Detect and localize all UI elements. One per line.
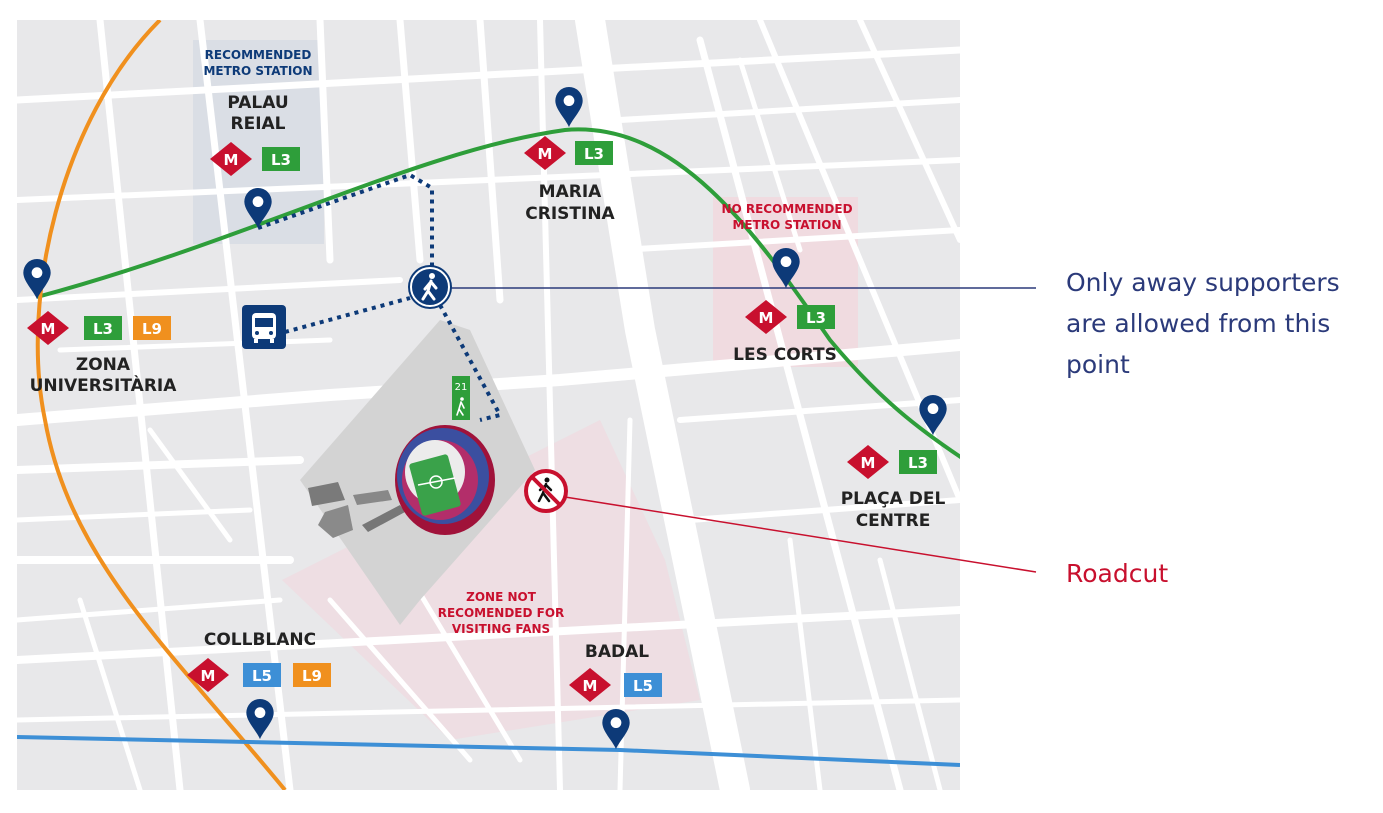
line-badge-l3: L3 <box>899 450 937 474</box>
map-area <box>17 20 960 790</box>
station-name: COLLBLANC <box>204 630 316 650</box>
svg-text:L9: L9 <box>302 667 322 685</box>
legend-away-supporters: Only away supporters are allowed from th… <box>1066 268 1340 379</box>
station-name: REIAL <box>230 114 285 134</box>
pedestrian-icon <box>456 397 465 416</box>
svg-text:L3: L3 <box>806 309 826 327</box>
svg-text:L3: L3 <box>93 320 113 338</box>
svg-text:L9: L9 <box>142 320 162 338</box>
metro-logo-icon: M <box>569 668 611 702</box>
metro-logo-icon: M <box>745 300 787 334</box>
walking-routes <box>257 172 503 422</box>
roadcut-marker[interactable] <box>524 469 568 513</box>
line-badge-l3: L3 <box>262 147 300 171</box>
line-badge-l3: L3 <box>797 305 835 329</box>
station-name: CRISTINA <box>525 204 615 224</box>
station-name: UNIVERSITÀRIA <box>30 374 178 396</box>
recommended-label-line2: METRO STATION <box>203 64 312 78</box>
station-name: CENTRE <box>856 511 931 531</box>
gate-number: 21 <box>455 382 468 393</box>
svg-text:L5: L5 <box>633 677 653 695</box>
roadcut-connector <box>564 496 1037 573</box>
station-badal[interactable]: BADAL M L5 <box>569 642 662 702</box>
station-name: MARIA <box>539 182 602 202</box>
svg-text:M: M <box>759 309 774 327</box>
svg-text:M: M <box>201 667 216 685</box>
metro-logo-icon: M <box>187 658 229 692</box>
stadium-icon <box>308 425 495 538</box>
station-collblanc[interactable]: COLLBLANC M L5 L9 <box>187 630 331 692</box>
station-name: BADAL <box>585 642 649 662</box>
away-supporters-checkpoint[interactable] <box>408 265 452 309</box>
station-name: ZONA <box>76 355 131 375</box>
svg-text:M: M <box>538 145 553 163</box>
svg-text:M: M <box>583 677 598 695</box>
away-zone <box>282 420 700 740</box>
line-badge-l9: L9 <box>133 316 171 340</box>
bus-stop[interactable] <box>242 305 286 349</box>
svg-text:L3: L3 <box>584 145 604 163</box>
station-maria-cristina[interactable]: M L3 MARIA CRISTINA <box>524 136 616 224</box>
zone-label-line1: ZONE NOT <box>466 590 537 604</box>
no-recommended-label-line1: NO RECOMMENDED <box>721 202 852 216</box>
svg-text:L5: L5 <box>252 667 272 685</box>
line-badge-l3: L3 <box>575 141 613 165</box>
station-name: LES CORTS <box>733 345 837 365</box>
svg-text:L3: L3 <box>908 454 928 472</box>
metro-logo-icon: M <box>210 142 252 176</box>
svg-text:M: M <box>224 151 239 169</box>
metro-logo-icon: M <box>524 136 566 170</box>
streets <box>17 20 960 790</box>
station-les-corts[interactable]: M L3 LES CORTS <box>733 300 837 365</box>
line-badge-l9: L9 <box>293 663 331 687</box>
svg-text:L3: L3 <box>271 151 291 169</box>
no-recommended-label-line2: METRO STATION <box>732 218 841 232</box>
legend-roadcut: Roadcut <box>1066 559 1169 588</box>
svg-text:M: M <box>41 320 56 338</box>
station-name: PALAU <box>227 93 288 113</box>
station-placa-del-centre[interactable]: M L3 PLAÇA DEL CENTRE <box>841 445 946 531</box>
zone-label-line3: VISITING FANS <box>452 622 550 636</box>
metro-logo-icon: M <box>27 311 69 345</box>
station-name: PLAÇA DEL <box>841 489 946 509</box>
metro-line-l9 <box>35 20 287 790</box>
metro-line-l5 <box>17 735 960 767</box>
line-badge-l5: L5 <box>624 673 662 697</box>
gate-21-marker: 21 <box>452 376 470 420</box>
zone-label-line2: RECOMENDED FOR <box>438 606 565 620</box>
line-badge-l3: L3 <box>84 316 122 340</box>
metro-logo-icon: M <box>847 445 889 479</box>
svg-text:M: M <box>861 454 876 472</box>
bus-icon <box>252 313 276 343</box>
station-zona-universitaria[interactable]: M L3 L9 ZONA UNIVERSITÀRIA <box>27 311 177 396</box>
recommended-label-line1: RECOMMENDED <box>205 48 312 62</box>
line-badge-l5: L5 <box>243 663 281 687</box>
metro-line-l3 <box>36 127 960 460</box>
pedestrian-icon <box>421 273 438 301</box>
station-palau-reial[interactable]: PALAU REIAL M L3 <box>210 93 300 176</box>
